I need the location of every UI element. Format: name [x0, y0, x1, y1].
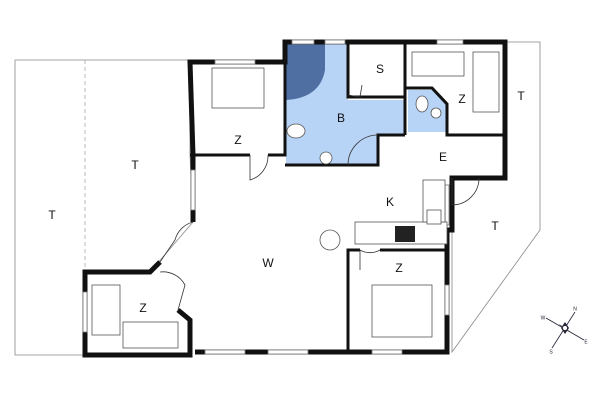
compass-e: E [584, 339, 588, 345]
interior-wall [346, 42, 407, 99]
door[interactable] [159, 271, 186, 311]
door[interactable] [159, 221, 194, 263]
room-label-bedroom: Z [395, 261, 402, 275]
window [82, 291, 88, 333]
room-label-terrace: T [491, 219, 499, 233]
room-label-entrance: E [439, 150, 447, 164]
door[interactable] [451, 177, 480, 206]
bathroom-sink [319, 151, 333, 165]
bed [411, 51, 465, 77]
bed [122, 321, 179, 349]
door[interactable] [359, 249, 381, 270]
room-label-bedroom: Z [458, 92, 465, 106]
outer-wall-lower-left [82, 260, 193, 358]
room-label-bedroom: Z [234, 133, 241, 147]
toilet [286, 123, 306, 139]
window [436, 39, 464, 45]
sink [426, 209, 442, 225]
compass-w: W [541, 315, 546, 321]
dining-table [319, 229, 341, 251]
window [291, 39, 315, 45]
window [444, 184, 450, 226]
door[interactable] [347, 84, 363, 98]
room-label-terrace: T [131, 158, 139, 172]
stove [395, 226, 415, 242]
room-label-terrace: T [48, 208, 56, 222]
bed [472, 51, 500, 113]
room-label-kitchen: K [386, 195, 394, 209]
compass-n: N [573, 306, 577, 312]
room-label-bedroom: Z [139, 301, 146, 315]
window [324, 39, 346, 45]
bed [211, 67, 265, 109]
window [190, 169, 196, 211]
interior-wall [405, 86, 505, 137]
interior-wall [268, 62, 287, 157]
door[interactable] [347, 134, 379, 166]
room-label-living: W [262, 256, 274, 270]
window [214, 59, 256, 65]
bed [91, 284, 121, 336]
compass-rose-icon: N E S W [541, 306, 589, 355]
toilet [415, 95, 429, 113]
interior-wall [346, 248, 360, 352]
room-label-terrace: T [517, 89, 525, 103]
door[interactable] [249, 154, 269, 181]
interior-wall [285, 133, 405, 167]
bed [371, 284, 433, 338]
window [371, 349, 403, 355]
shower-area [286, 44, 325, 100]
window [267, 349, 309, 355]
compass-s: S [549, 349, 553, 355]
window [444, 284, 450, 316]
room-label-bathroom: B [337, 111, 345, 125]
window [204, 349, 246, 355]
bathroom-sink [430, 107, 442, 119]
room-label-storage: S [376, 62, 384, 76]
